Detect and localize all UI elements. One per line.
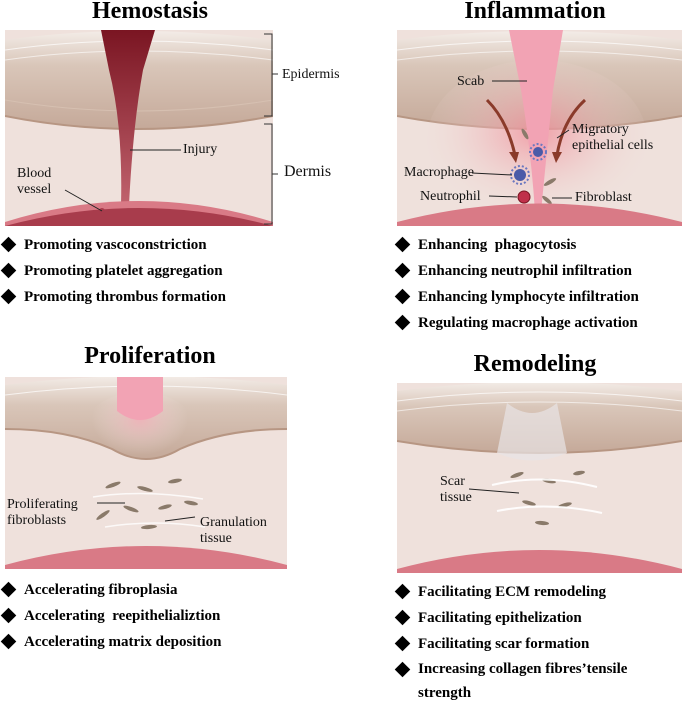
- fibroblast-icon: [542, 195, 552, 205]
- bullet-text: Enhancing lymphocyte infiltration: [418, 289, 639, 305]
- macrophage-label: Macrophage: [404, 165, 474, 180]
- list-item: Enhancing lymphocyte infiltration: [394, 284, 639, 310]
- remodeling-illustration: [397, 383, 682, 573]
- fibroblast-icon: [543, 178, 557, 186]
- list-item: Facilitating ECM remodeling: [394, 579, 684, 605]
- diamond-bullet-icon: [0, 633, 17, 650]
- proliferation-title: Proliferation: [84, 343, 216, 369]
- inflammation-bullet-list: Enhancing phagocytosis Enhancing neutrop…: [394, 232, 639, 336]
- diamond-bullet-icon: [394, 236, 411, 253]
- bullet-text: Enhancing neutrophil infiltration: [418, 263, 632, 279]
- diamond-bullet-icon: [394, 314, 411, 331]
- list-item: Facilitating scar formation: [394, 631, 684, 657]
- diamond-bullet-icon: [0, 581, 17, 598]
- hemostasis-bullet-list: Promoting vascoconstriction Promoting pl…: [0, 232, 226, 310]
- neutrophil-label: Neutrophil: [420, 189, 481, 204]
- list-item: Accelerating matrix deposition: [0, 629, 221, 655]
- diamond-bullet-icon: [0, 607, 17, 624]
- inflammation-title: Inflammation: [464, 0, 606, 24]
- list-item: Promoting vascoconstriction: [0, 232, 226, 258]
- fibroblast-label: Fibroblast: [575, 190, 632, 205]
- bullet-text: Promoting platelet aggregation: [24, 263, 223, 279]
- bullet-text: Enhancing phagocytosis: [418, 237, 577, 253]
- epidermis-label: Epidermis: [282, 67, 340, 82]
- bullet-text: Increasing collagen fibres’tensile stren…: [418, 661, 628, 701]
- list-item: Promoting thrombus formation: [0, 284, 226, 310]
- bullet-text: Accelerating fibroplasia: [24, 582, 178, 598]
- diamond-bullet-icon: [394, 288, 411, 305]
- diamond-bullet-icon: [394, 661, 411, 678]
- granulation-tissue-label: Granulation tissue: [200, 515, 267, 546]
- layer-brackets: [264, 33, 278, 225]
- list-item: Promoting platelet aggregation: [0, 258, 226, 284]
- remodeling-title: Remodeling: [473, 351, 597, 377]
- neutrophil-icon: [517, 190, 531, 204]
- migratory-cells-label: Migratory epithelial cells: [572, 122, 654, 153]
- list-item: Enhancing phagocytosis: [394, 232, 639, 258]
- scab-label: Scab: [457, 74, 485, 89]
- bullet-text: Accelerating matrix deposition: [24, 634, 222, 650]
- diamond-bullet-icon: [394, 583, 411, 600]
- list-item: Facilitating epithelization: [394, 605, 684, 631]
- list-item: Enhancing neutrophil infiltration: [394, 258, 639, 284]
- hemostasis-illustration: [5, 30, 273, 226]
- fibroblast-icon: [521, 128, 529, 140]
- bullet-text: Facilitating ECM remodeling: [418, 584, 607, 600]
- proliferation-bullet-list: Accelerating fibroplasia Accelerating re…: [0, 577, 221, 655]
- proliferating-fibroblasts-label: Proliferating fibroblasts: [7, 497, 78, 528]
- bullet-text: Regulating macrophage activation: [418, 315, 638, 331]
- list-item: Accelerating reepithelializtion: [0, 603, 221, 629]
- hemostasis-title: Hemostasis: [92, 0, 208, 24]
- proliferation-illustration: [5, 377, 287, 569]
- bullet-text: Promoting thrombus formation: [24, 289, 226, 305]
- injury-label: Injury: [183, 142, 218, 157]
- diamond-bullet-icon: [394, 262, 411, 279]
- bullet-text: Facilitating scar formation: [418, 636, 590, 652]
- diamond-bullet-icon: [0, 288, 17, 305]
- diamond-bullet-icon: [0, 236, 17, 253]
- bullet-text: Facilitating epithelization: [418, 610, 582, 626]
- scar-tissue-label: Scar tissue: [440, 474, 472, 505]
- bullet-text: Accelerating reepithelializtion: [24, 608, 221, 624]
- blood-vessel-label: Blood vessel: [17, 166, 52, 197]
- list-item: Accelerating fibroplasia: [0, 577, 221, 603]
- macrophage-icon: [529, 143, 547, 161]
- diamond-bullet-icon: [394, 609, 411, 626]
- bullet-text: Promoting vascoconstriction: [24, 237, 207, 253]
- list-item: Regulating macrophage activation: [394, 310, 639, 336]
- diamond-bullet-icon: [0, 262, 17, 279]
- list-item: Increasing collagen fibres’tensile stren…: [394, 657, 684, 705]
- inflammation-illustration: [397, 30, 682, 226]
- remodeling-bullet-list: Facilitating ECM remodeling Facilitating…: [394, 579, 684, 705]
- diamond-bullet-icon: [394, 635, 411, 652]
- dermis-label: Dermis: [284, 163, 332, 180]
